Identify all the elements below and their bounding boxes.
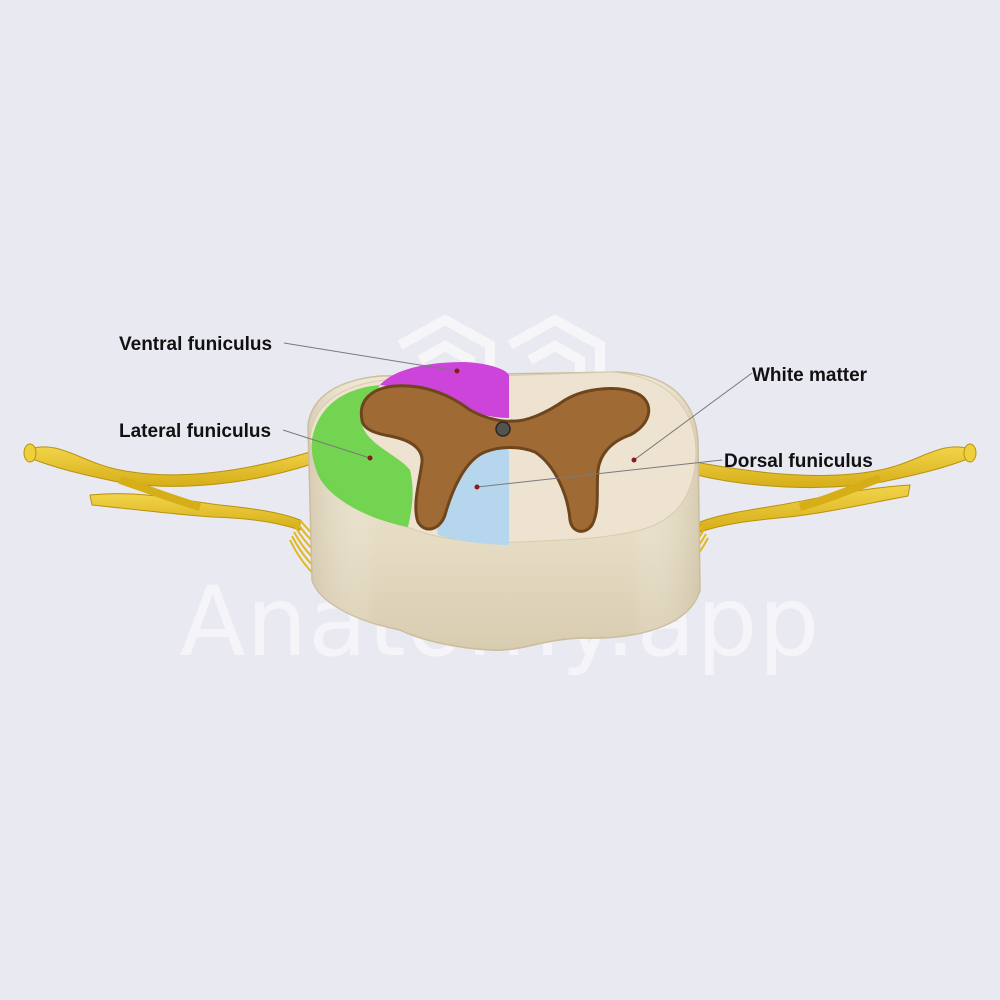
leader-lines xyxy=(282,342,753,488)
pointer-dot-dorsal xyxy=(474,484,480,490)
ventral-funiculus-region xyxy=(380,362,509,418)
central-canal xyxy=(495,421,511,437)
label-lateral-funiculus: Lateral funiculus xyxy=(119,421,271,442)
leader-line-white-matter xyxy=(633,372,753,461)
label-ventral-funiculus: Ventral funiculus xyxy=(119,334,272,355)
pointer-dots xyxy=(367,368,637,490)
leader-line-dorsal xyxy=(476,459,723,488)
leader-line-ventral xyxy=(283,342,458,372)
label-dorsal-funiculus: Dorsal funiculus xyxy=(724,451,873,472)
pointer-dot-ventral xyxy=(454,368,460,374)
pointer-dot-white-matter xyxy=(631,457,637,463)
pointer-dot-lateral xyxy=(367,455,373,461)
label-white-matter: White matter xyxy=(752,365,868,386)
leader-line-lateral xyxy=(282,429,371,459)
gray-matter xyxy=(359,384,651,533)
watermark-logo xyxy=(397,314,605,385)
